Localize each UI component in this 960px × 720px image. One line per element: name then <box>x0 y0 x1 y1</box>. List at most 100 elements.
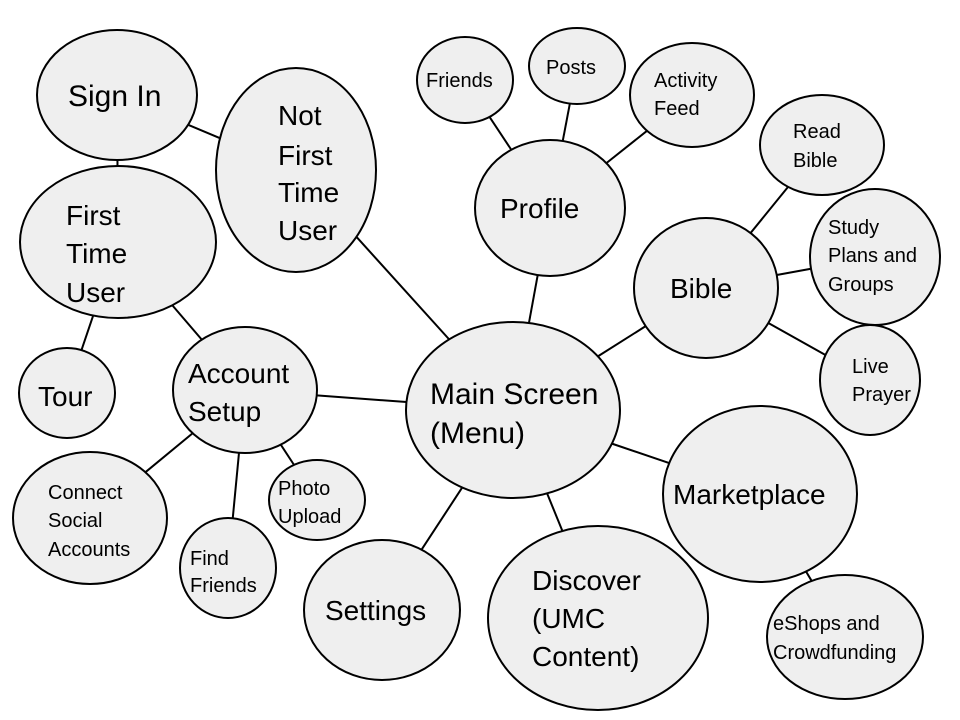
edge-main-screen-to-discover <box>546 493 564 532</box>
edge-bible-to-read-bible <box>749 186 789 234</box>
node-label: (Menu) <box>430 417 525 450</box>
node-label: Sign In <box>68 80 161 113</box>
nodes: Sign InNotFirstTimeUserFirstTimeUserTour… <box>12 27 941 711</box>
edge-main-screen-to-profile <box>527 274 539 324</box>
node-ellipse <box>179 517 277 619</box>
node-sign-in: Sign In <box>36 29 198 161</box>
node-label: Setup <box>188 396 261 427</box>
node-ellipse <box>36 29 198 161</box>
node-label: Friends <box>190 575 257 597</box>
node-label: Feed <box>654 98 700 120</box>
node-ellipse <box>766 574 924 700</box>
edge-account-setup-to-photo-upload <box>279 444 295 466</box>
node-label: Friends <box>426 70 493 92</box>
node-ellipse <box>759 94 885 196</box>
node-label: Settings <box>325 595 426 626</box>
node-label: Social <box>48 510 102 532</box>
edge-account-setup-to-main-screen <box>316 394 407 404</box>
node-ellipse <box>487 525 709 711</box>
node-ellipse <box>268 459 366 541</box>
node-label: Photo <box>278 478 330 500</box>
node-label: Study <box>828 217 879 239</box>
edge-bible-to-live-prayer <box>767 322 826 356</box>
edge-not-first-time-user-to-main-screen <box>355 236 450 341</box>
node-label: Find <box>190 548 229 570</box>
node-posts: Posts <box>528 27 626 105</box>
edge-main-screen-to-bible <box>597 325 647 358</box>
node-label: (UMC <box>532 603 605 634</box>
node-ellipse <box>172 326 318 454</box>
node-label: Time <box>66 238 127 269</box>
node-label: User <box>278 215 337 246</box>
node-label: First <box>66 200 121 231</box>
node-ellipse <box>528 27 626 105</box>
edge-profile-to-friends <box>488 116 513 151</box>
node-ellipse <box>662 405 858 583</box>
node-label: Posts <box>546 57 596 79</box>
node-label: First <box>278 140 333 171</box>
node-friends: Friends <box>416 36 514 124</box>
node-label: Discover <box>532 565 641 596</box>
node-main-screen: Main Screen (Menu) <box>405 321 621 499</box>
node-label: Groups <box>828 274 894 296</box>
node-label: Marketplace <box>673 479 826 510</box>
node-label: Connect <box>48 482 123 504</box>
node-marketplace: Marketplace <box>662 405 858 583</box>
edge-first-time-user-to-tour <box>80 315 95 351</box>
node-settings: Settings <box>303 539 461 681</box>
edges <box>80 103 826 582</box>
edge-account-setup-to-connect-social-accounts <box>144 432 194 473</box>
node-label: Content) <box>532 641 639 672</box>
node-ellipse <box>18 347 116 439</box>
node-label: Bible <box>793 150 837 172</box>
node-bible: Bible <box>633 217 779 359</box>
node-label: Live <box>852 356 889 378</box>
edge-first-time-user-to-account-setup <box>171 304 203 341</box>
node-label: Accounts <box>48 539 130 561</box>
edge-profile-to-posts <box>561 103 571 142</box>
node-label: Plans and <box>828 245 917 267</box>
node-label: Main Screen <box>430 378 598 411</box>
node-ellipse <box>215 67 377 273</box>
node-ellipse <box>303 539 461 681</box>
edge-marketplace-to-eshops <box>805 570 813 582</box>
edge-main-screen-to-marketplace <box>611 442 670 465</box>
node-ellipse <box>819 324 921 436</box>
edge-profile-to-activity-feed <box>605 130 648 164</box>
edge-bible-to-study-plans <box>776 267 812 277</box>
node-profile: Profile <box>474 139 626 277</box>
node-label: Bible <box>670 273 732 304</box>
node-ellipse <box>416 36 514 124</box>
node-ellipse <box>629 42 755 148</box>
node-ellipse <box>474 139 626 277</box>
node-label: Not <box>278 100 322 131</box>
node-label: Activity <box>654 70 717 92</box>
node-discover: Discover (UMC Content) <box>487 525 709 711</box>
node-label: Crowdfunding <box>773 642 896 664</box>
node-label: Read <box>793 121 841 143</box>
node-tour: Tour <box>18 347 116 439</box>
node-ellipse <box>405 321 621 499</box>
edge-account-setup-to-find-friends <box>231 452 240 519</box>
node-label: Account <box>188 358 289 389</box>
node-label: Time <box>278 177 339 208</box>
node-ellipse <box>633 217 779 359</box>
edge-sign-in-to-not-first-time-user <box>187 123 221 140</box>
node-label: Profile <box>500 193 579 224</box>
node-label: Prayer <box>852 384 911 406</box>
node-ellipse <box>19 165 217 319</box>
node-ellipse <box>12 451 168 585</box>
edge-main-screen-to-settings <box>420 486 464 551</box>
node-label: User <box>66 277 125 308</box>
